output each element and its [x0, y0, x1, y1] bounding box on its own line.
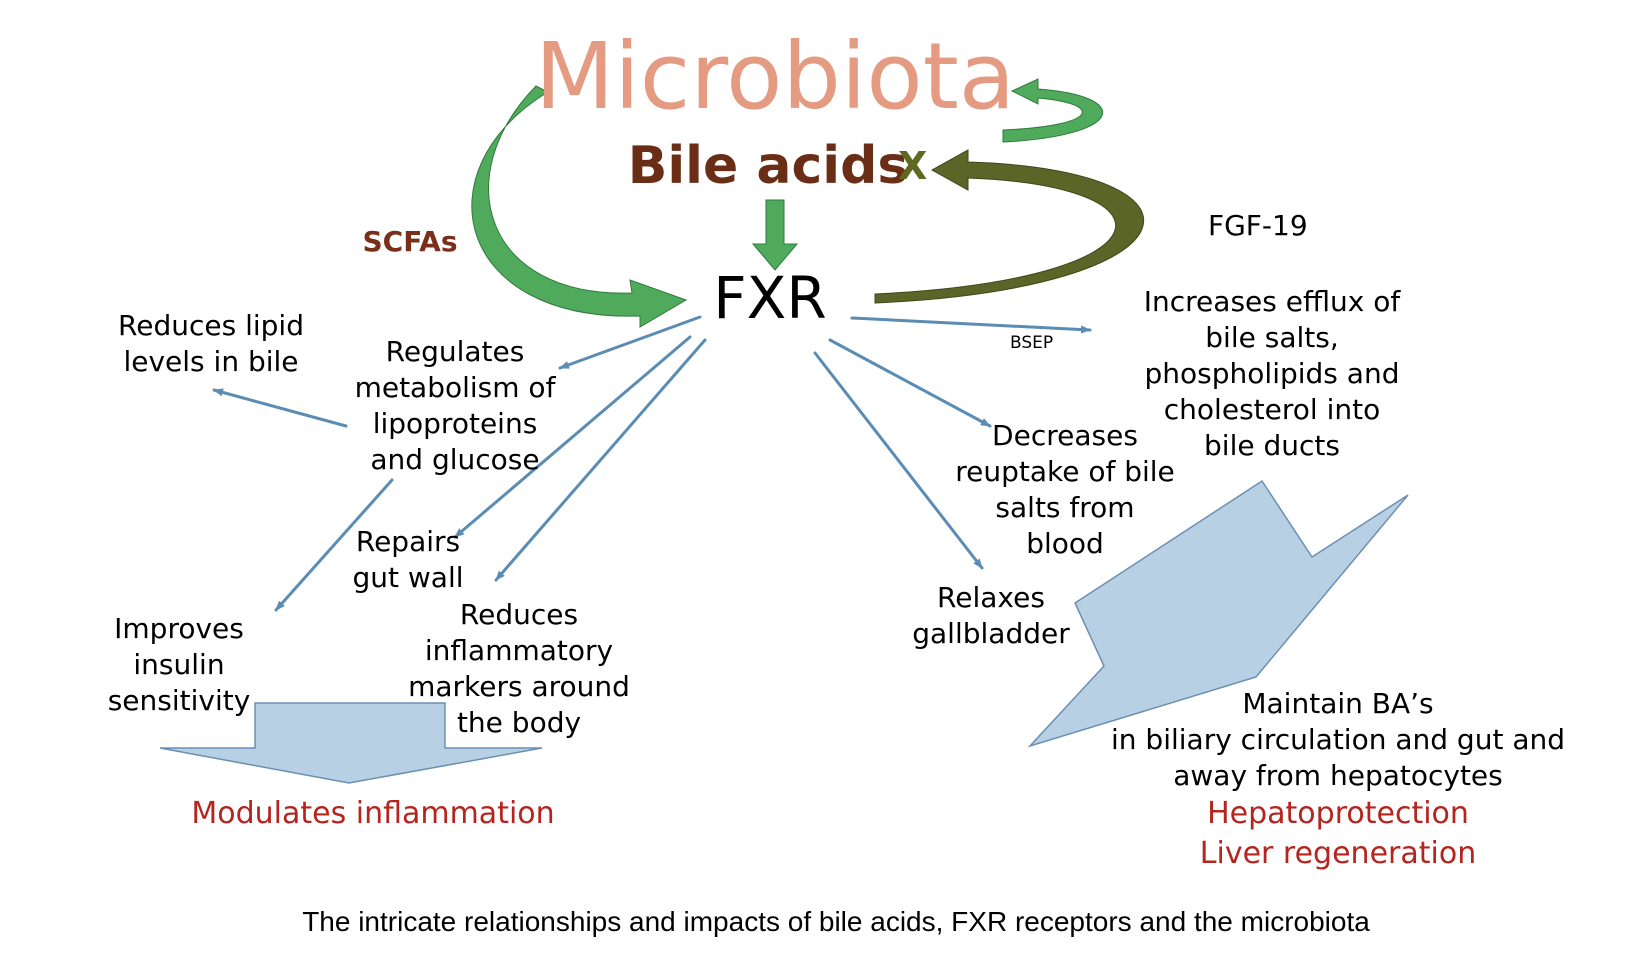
arrow-regulates-to-reduces-lipid: [212, 388, 348, 428]
arrow-regulates-to-insulin: [274, 478, 394, 612]
fxr-node: FXR: [713, 264, 827, 332]
outcome-hepatoprotection: Hepatoprotection: [1207, 796, 1469, 831]
arrow-fxr-to-relaxes: [813, 351, 984, 570]
fgf19-inhibition-x: X: [898, 144, 928, 188]
microbiota-loop-arrow: [1002, 78, 1104, 143]
inflammation-block-arrow: [159, 702, 543, 784]
fgf19-label: FGF-19: [1208, 209, 1308, 242]
bsep-label: BSEP: [1010, 333, 1054, 353]
bile-acids-label: Bile acids: [627, 136, 909, 196]
effect-repairs-gut: Repairs gut wall: [352, 525, 464, 594]
arrow-fxr-to-decreases-reuptake: [828, 338, 992, 428]
effect-decreases-reuptake: Decreases reuptake of bile salts from bl…: [955, 419, 1175, 560]
effect-increases-efflux: Increases efflux of bile salts, phosphol…: [1143, 285, 1401, 462]
bile-acids-down-arrow: [751, 199, 799, 271]
effect-relaxes-gallbladder: Relaxes gallbladder: [912, 581, 1070, 650]
figure-caption: The intricate relationships and impacts …: [302, 906, 1370, 937]
scfa-curved-arrow: [471, 85, 688, 328]
effect-regulates-metabolism: Regulates metabolism of lipoproteins and…: [354, 335, 556, 476]
outcome-modulates-inflammation: Modulates inflammation: [191, 796, 555, 831]
arrow-fxr-to-reduces-inflammatory: [494, 338, 707, 582]
arrow-fxr-to-repairs: [453, 335, 692, 539]
arrow-fxr-to-bsep: [850, 316, 1092, 334]
outcome-liver-regeneration: Liver regeneration: [1199, 836, 1477, 871]
effect-reduces-inflammatory: Reduces inflammatory markers around the …: [408, 598, 630, 739]
arrow-fxr-to-regulates: [558, 315, 702, 370]
fgf19-feedback-arrow: [874, 149, 1145, 304]
effect-maintain-ba: Maintain BA’s in biliary circulation and…: [1110, 687, 1566, 792]
effect-improves-insulin: Improves insulin sensitivity: [107, 612, 251, 717]
scfas-label: SCFAs: [362, 225, 458, 258]
hepatoprotection-block-arrow: [1027, 479, 1409, 748]
microbiota-title: Microbiota: [534, 23, 1016, 130]
effect-reduces-lipid: Reduces lipid levels in bile: [118, 309, 304, 378]
